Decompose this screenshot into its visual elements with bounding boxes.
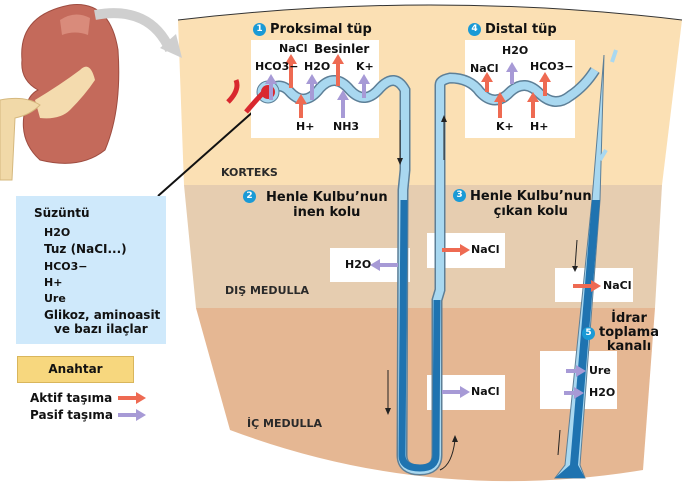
segment-label: Henle Kulbu’nun <box>470 189 592 204</box>
zone-label-inner-medulla: İÇ MEDULLA <box>247 417 323 430</box>
key-title: Anahtar <box>17 356 134 383</box>
distal-out-label: NaCl <box>470 62 499 75</box>
step-badge: 5 <box>582 326 595 340</box>
segment-label: toplama <box>599 325 659 340</box>
proximal-out-label: HCO3− <box>255 60 299 73</box>
ascending-limb-label: NaCl <box>471 243 500 256</box>
zone-label-outer-medulla: DIŞ MEDULLA <box>225 284 310 297</box>
step-badge: 1 <box>253 23 266 36</box>
filtrate-item: HCO3− <box>44 260 88 273</box>
segment-distal-title: 4 Distal tüp <box>468 22 557 37</box>
segment-proximal-title: 1 Proksimal tüp <box>253 22 372 37</box>
distal-in-label: K+ <box>496 120 514 133</box>
proximal-out-label: K+ <box>356 60 374 73</box>
zone-label-cortex: KORTEKS <box>221 166 278 179</box>
segment-label: kanalı <box>606 339 652 354</box>
ascending-limb-label: NaCl <box>471 385 500 398</box>
zoom-arrow-icon <box>94 8 175 53</box>
segment-label: İdrar <box>611 311 647 326</box>
key-passive-label: Pasif taşıma <box>30 408 113 422</box>
collecting-duct-label: H2O <box>589 386 616 399</box>
key-active-label: Aktif taşıma <box>30 391 113 405</box>
proximal-out-label: NaCl <box>279 42 308 55</box>
distal-in-label: H+ <box>530 120 549 133</box>
filtrate-item: H+ <box>44 276 63 289</box>
filtrate-item: Tuz (NaCI...) <box>44 242 127 256</box>
transport-arrows <box>118 54 601 421</box>
collecting-duct <box>555 200 600 478</box>
collecting-duct-label: Ure <box>589 364 611 377</box>
proximal-in-label: NH3 <box>333 120 360 133</box>
segment-label: Henle Kulbu’nun <box>266 190 388 205</box>
proximal-out-label: Besinler <box>314 42 370 56</box>
collecting-duct-label: NaCl <box>603 279 632 292</box>
outer-medulla-zone <box>184 185 662 308</box>
filtrate-item: Glikoz, aminoasit <box>44 308 161 322</box>
filtrate-item: ve bazı ilaçlar <box>54 322 148 336</box>
proximal-out-label: H2O <box>304 60 331 73</box>
segment-label: Distal tüp <box>485 22 557 37</box>
filtrate-box: Süzüntü H2O Tuz (NaCI...) HCO3− H+ Ure G… <box>16 196 166 344</box>
segment-ascending-title: 3 Henle Kulbu’nun çıkan kolu <box>453 189 592 219</box>
segment-label: çıkan kolu <box>493 204 568 219</box>
step-badge: 2 <box>243 190 256 203</box>
segment-descending-title: 2 Henle Kulbu’nun inen kolu <box>243 190 388 220</box>
segment-label: Proksimal tüp <box>270 22 372 37</box>
descending-limb-label: H2O <box>345 258 372 271</box>
kidney-icon <box>0 4 120 181</box>
segment-label: inen kolu <box>293 205 361 220</box>
filtrate-title: Süzüntü <box>34 206 90 220</box>
segment-collecting-title: 5 İdrar toplama kanalı <box>582 312 659 354</box>
filtrate-item: H2O <box>44 226 71 239</box>
distal-out-label: HCO3− <box>530 60 574 73</box>
step-badge: 4 <box>468 23 481 36</box>
proximal-in-label: H+ <box>296 120 315 133</box>
filtrate-item: Ure <box>44 292 66 305</box>
step-badge: 3 <box>453 189 466 202</box>
distal-out-label: H2O <box>502 44 529 57</box>
